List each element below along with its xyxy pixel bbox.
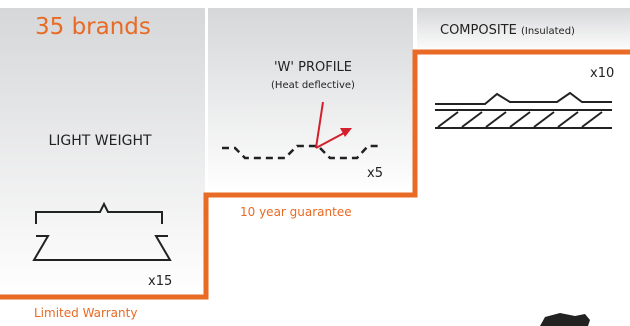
composite-title-group: COMPOSITE (Insulated): [440, 23, 575, 38]
composite-count: x10: [590, 66, 615, 81]
light-weight-count: x15: [148, 274, 173, 289]
composite-title: COMPOSITE: [440, 23, 517, 38]
decorative-blob: [540, 313, 590, 326]
panel-composite: [417, 8, 630, 53]
w-profile-title: 'W' PROFILE: [273, 60, 352, 75]
brands-label: 35 brands: [35, 14, 151, 40]
light-weight-profile-icon: [32, 201, 172, 261]
step-line: [0, 49, 630, 300]
panel-w-profile: [208, 8, 413, 195]
limited-warranty-label: Limited Warranty: [34, 306, 138, 320]
guarantee-label: 10 year guarantee: [240, 205, 352, 219]
w-profile-subtitle: (Heat deflective): [271, 80, 355, 91]
w-profile-count: x5: [367, 166, 383, 181]
composite-panel-icon: [435, 91, 612, 129]
heat-arrow-icon: [315, 101, 352, 149]
w-profile-icon: [222, 144, 380, 160]
composite-title-suffix: (Insulated): [520, 26, 575, 37]
light-weight-title: LIGHT WEIGHT: [48, 133, 152, 149]
panel-light-weight: [0, 8, 205, 297]
